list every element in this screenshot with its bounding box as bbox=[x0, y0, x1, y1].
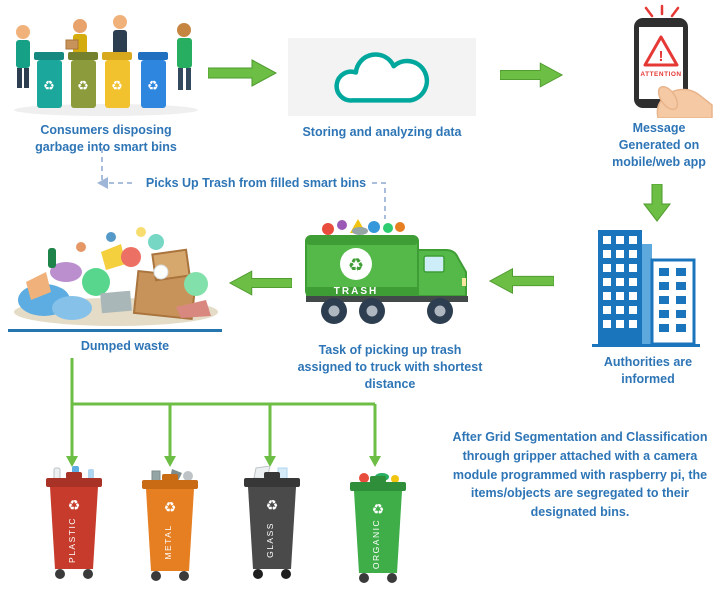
trash-pile-shapes bbox=[14, 227, 218, 326]
smart-bin-blue: ♻ bbox=[138, 52, 168, 108]
waste-bin-plastic: ♻ PLASTIC bbox=[46, 466, 102, 579]
bin-body bbox=[146, 489, 194, 571]
truck-chassis bbox=[306, 296, 468, 302]
waste-bin-glass: ♻ GLASS bbox=[244, 466, 300, 579]
waste-bin-organic: ♻ ORGANIC bbox=[350, 473, 406, 583]
caption-message: Message Generated on mobile/web app bbox=[612, 121, 706, 169]
person-figure-1 bbox=[16, 25, 30, 88]
alert-exclamation: ! bbox=[659, 48, 664, 65]
bin-body bbox=[248, 487, 296, 569]
alert-triangle-icon bbox=[643, 35, 679, 67]
bin-wheels bbox=[253, 569, 291, 579]
smart-bin-teal: ♻ bbox=[34, 52, 64, 108]
person-figure-4 bbox=[177, 23, 192, 90]
garbage-truck-illustration: ♻ TRASH bbox=[305, 219, 468, 324]
bin-body bbox=[354, 491, 402, 573]
bin-label: GLASS bbox=[265, 522, 275, 558]
building-ground bbox=[592, 344, 700, 347]
ground-line bbox=[8, 329, 222, 332]
flow-arrow-consumers-to-cloud bbox=[208, 59, 278, 87]
flow-arrow-truck-to-dump bbox=[228, 270, 292, 296]
caption-storing: Storing and analyzing data bbox=[302, 125, 462, 139]
smart-bins-illustration: ♻ ♻ ♻ ♻ bbox=[14, 15, 198, 116]
recycle-icon: ♻ bbox=[147, 78, 159, 93]
dashed-arrowhead bbox=[97, 177, 108, 189]
truck-label: TRASH bbox=[334, 286, 378, 297]
bin-label: PLASTIC bbox=[67, 517, 77, 563]
recycle-icon: ♻ bbox=[111, 78, 123, 93]
bin-wheels bbox=[359, 573, 397, 583]
bin-body bbox=[50, 487, 98, 569]
recycle-icon: ♻ bbox=[348, 255, 364, 275]
recycle-icon: ♻ bbox=[68, 497, 81, 513]
hand-illustration bbox=[656, 85, 713, 118]
flow-arrow-authorities-to-truck bbox=[488, 267, 554, 295]
bin-label: METAL bbox=[163, 524, 173, 559]
segregation-note: After Grid Segmentation and Classificati… bbox=[452, 430, 708, 519]
bin-lid bbox=[244, 478, 300, 487]
truck-container: ♻ TRASH bbox=[305, 235, 419, 297]
pickup-note: Picks Up Trash from filled smart bins bbox=[145, 176, 367, 190]
smart-bin-olive: ♻ bbox=[68, 52, 98, 108]
alert-rays-icon bbox=[644, 4, 680, 18]
trash-pile-illustration bbox=[14, 227, 218, 326]
dashed-connector bbox=[97, 148, 386, 219]
truck-cab bbox=[417, 249, 467, 297]
caption-dumped: Dumped waste bbox=[80, 339, 170, 353]
recycle-icon: ♻ bbox=[372, 501, 385, 517]
building-tall bbox=[598, 230, 642, 344]
bin-lid bbox=[142, 480, 198, 489]
branch-connector bbox=[66, 358, 381, 467]
flow-arrow-cloud-to-phone bbox=[500, 62, 564, 88]
bin-label: ORGANIC bbox=[371, 519, 381, 569]
bin-lid bbox=[46, 478, 102, 487]
caption-task: Task of picking up trash assigned to tru… bbox=[297, 343, 483, 391]
person-figure-3 bbox=[113, 15, 127, 56]
truck-trash-decor bbox=[322, 219, 405, 235]
recycle-icon: ♻ bbox=[43, 78, 55, 93]
caption-authorities: Authorities are informed bbox=[603, 355, 693, 386]
recycle-icon: ♻ bbox=[266, 497, 279, 513]
building-short bbox=[650, 258, 696, 346]
buildings-illustration bbox=[592, 230, 700, 347]
recycle-icon: ♻ bbox=[164, 499, 177, 515]
cloud-panel bbox=[288, 38, 476, 116]
bin-wheels bbox=[55, 569, 93, 579]
caption-consumers: Consumers disposing garbage into smart b… bbox=[35, 123, 177, 154]
truck-wheels bbox=[321, 298, 453, 324]
recycle-icon: ♻ bbox=[77, 78, 89, 93]
attention-label: ATTENTION bbox=[640, 71, 681, 78]
phone-illustration: ! ATTENTION bbox=[634, 4, 713, 118]
bin-lid bbox=[350, 482, 406, 491]
cloud-icon bbox=[334, 52, 430, 103]
bin-wheels bbox=[151, 571, 189, 581]
building-mid bbox=[640, 244, 652, 344]
waste-bin-metal: ♻ METAL bbox=[142, 469, 198, 581]
flow-arrow-phone-to-authorities bbox=[642, 184, 672, 222]
smart-bin-yellow: ♻ bbox=[102, 52, 132, 108]
